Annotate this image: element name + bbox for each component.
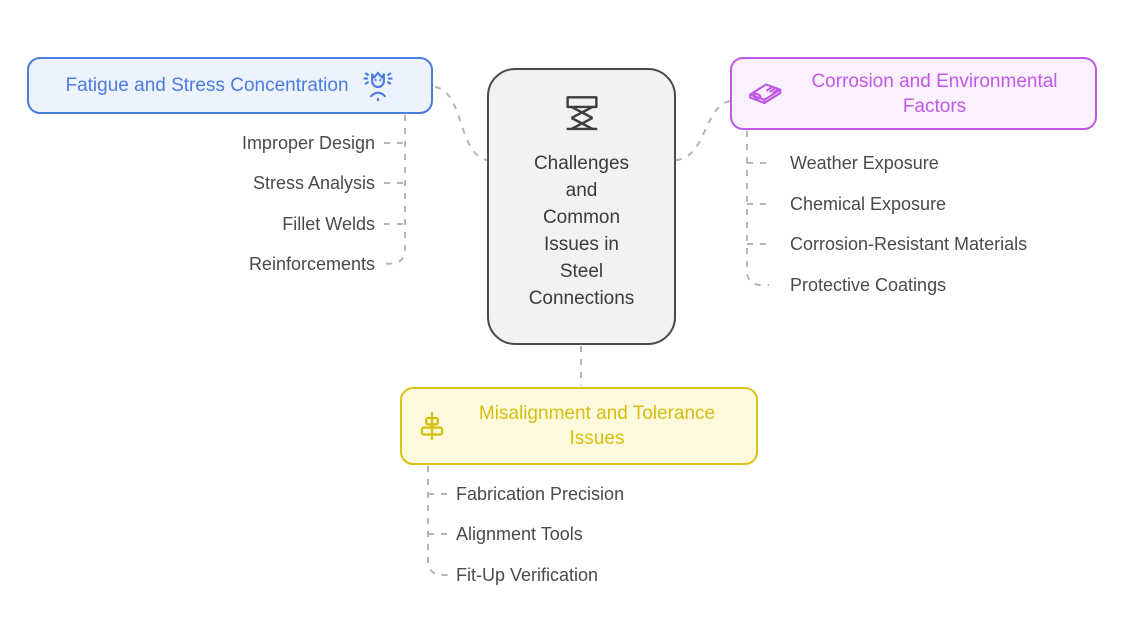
scissor-lift-icon xyxy=(565,96,598,131)
child-item-fillet-welds[interactable]: Fillet Welds xyxy=(282,214,375,234)
edge-fatigue-center xyxy=(434,86,488,161)
spine-misalignment xyxy=(427,466,449,576)
branch-label-box: Corrosion and Environmental Factors xyxy=(784,69,1085,119)
child-item-corrosion-resistant-materials[interactable]: Corrosion-Resistant Materials xyxy=(790,234,1028,254)
child-item-weather-exposure[interactable]: Weather Exposure xyxy=(790,153,939,173)
edge-corrosion-center xyxy=(675,100,731,161)
branch-label-fatigue: Fatigue and Stress Concentration xyxy=(65,74,349,96)
child-item-chemical-exposure[interactable]: Chemical Exposure xyxy=(790,194,947,214)
child-item-fabrication-precision[interactable]: Fabrication Precision xyxy=(456,484,625,504)
branch-node-misalignment[interactable]: Misalignment and Tolerance Issues xyxy=(400,387,758,465)
branch-label-box: Misalignment and Tolerance Issues xyxy=(448,401,746,451)
stress-head-icon xyxy=(362,71,393,101)
branch-label-misalignment: Misalignment and Tolerance Issues xyxy=(478,403,716,449)
branch-label-corrosion: Corrosion and Environmental Factors xyxy=(811,70,1058,117)
center-node-label: Challenges and Common Issues in Steel Co… xyxy=(528,153,635,309)
spine-fatigue xyxy=(383,115,406,265)
child-item-improper-design[interactable]: Improper Design xyxy=(241,133,375,153)
child-item-protective-coatings[interactable]: Protective Coatings xyxy=(790,275,947,295)
child-item-fit-up-verification[interactable]: Fit-Up Verification xyxy=(456,565,599,585)
align-center-icon xyxy=(420,412,444,440)
steel-beam-icon xyxy=(749,82,782,104)
child-item-alignment-tools[interactable]: Alignment Tools xyxy=(456,524,583,544)
center-node[interactable]: Challenges and Common Issues in Steel Co… xyxy=(487,68,676,345)
child-item-stress-analysis[interactable]: Stress Analysis xyxy=(252,173,375,193)
spine-corrosion xyxy=(746,131,769,286)
branch-node-corrosion[interactable]: Corrosion and Environmental Factors xyxy=(730,57,1097,130)
child-item-reinforcements[interactable]: Reinforcements xyxy=(248,254,375,274)
branch-node-fatigue[interactable]: Fatigue and Stress Concentration xyxy=(27,57,433,114)
